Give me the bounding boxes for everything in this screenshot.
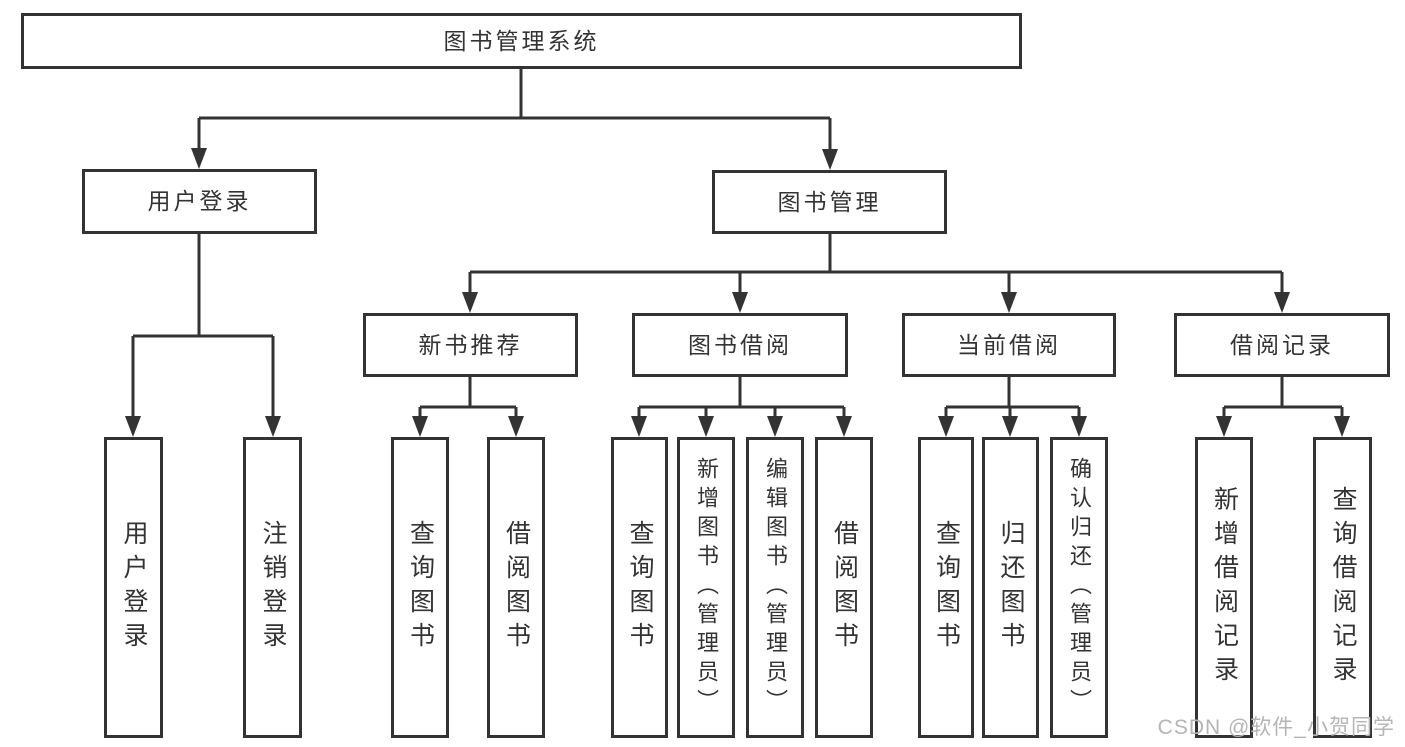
leaf-nbr-borrow-books: 借阅图书 — [487, 437, 545, 738]
leaf-bb-add-books-admin: 新增图书（管理员） — [677, 437, 735, 738]
leaf-br-add-record-label: 新增借阅记录 — [1210, 485, 1239, 690]
watermark: CSDN @软件_小贺同学 — [1157, 716, 1395, 739]
leaf-bb-borrow-books: 借阅图书 — [815, 437, 873, 738]
leaf-cb-query-books-label: 查询图书 — [932, 519, 961, 656]
leaf-cb-return-books: 归还图书 — [982, 437, 1039, 738]
node-current-borrow-label: 当前借阅 — [957, 331, 1061, 358]
node-new-book-recommend: 新书推荐 — [363, 313, 578, 377]
node-root-label: 图书管理系统 — [443, 27, 600, 54]
node-new-book-recommend-label: 新书推荐 — [418, 331, 523, 358]
leaf-bb-query-books: 查询图书 — [611, 437, 668, 738]
leaf-nbr-borrow-books-label: 借阅图书 — [502, 519, 531, 656]
leaf-bb-edit-books-admin-label: 编辑图书（管理员） — [763, 457, 788, 718]
node-user-login-label: 用户登录 — [147, 188, 252, 214]
leaf-br-add-record: 新增借阅记录 — [1195, 437, 1253, 738]
leaf-logout: 注销登录 — [243, 437, 302, 738]
node-book-management-label: 图书管理 — [777, 188, 882, 215]
leaf-bb-edit-books-admin: 编辑图书（管理员） — [746, 437, 804, 738]
leaf-br-query-record: 查询借阅记录 — [1313, 437, 1372, 738]
leaf-nbr-query-books-label: 查询图书 — [406, 519, 435, 656]
node-current-borrow: 当前借阅 — [902, 313, 1116, 377]
leaf-cb-confirm-return-admin-label: 确认归还（管理员） — [1067, 457, 1092, 718]
leaf-bb-borrow-books-label: 借阅图书 — [830, 519, 859, 656]
node-book-management: 图书管理 — [712, 170, 947, 234]
node-book-borrow: 图书借阅 — [632, 313, 848, 377]
leaf-cb-query-books: 查询图书 — [918, 437, 974, 738]
leaf-logout-label: 注销登录 — [259, 519, 287, 656]
node-borrow-records: 借阅记录 — [1174, 313, 1390, 377]
node-user-login: 用户登录 — [82, 169, 317, 234]
leaf-br-query-record-label: 查询借阅记录 — [1329, 485, 1357, 690]
node-borrow-records-label: 借阅记录 — [1230, 331, 1334, 358]
leaf-user-login-label: 用户登录 — [120, 519, 148, 656]
leaf-nbr-query-books: 查询图书 — [391, 437, 449, 738]
node-book-borrow-label: 图书借阅 — [688, 331, 792, 358]
leaf-cb-confirm-return-admin: 确认归还（管理员） — [1050, 437, 1108, 738]
leaf-bb-add-books-admin-label: 新增图书（管理员） — [694, 457, 719, 718]
leaf-cb-return-books-label: 归还图书 — [997, 519, 1025, 656]
leaf-user-login: 用户登录 — [104, 437, 163, 738]
leaf-bb-query-books-label: 查询图书 — [626, 519, 654, 656]
node-root: 图书管理系统 — [21, 13, 1022, 69]
